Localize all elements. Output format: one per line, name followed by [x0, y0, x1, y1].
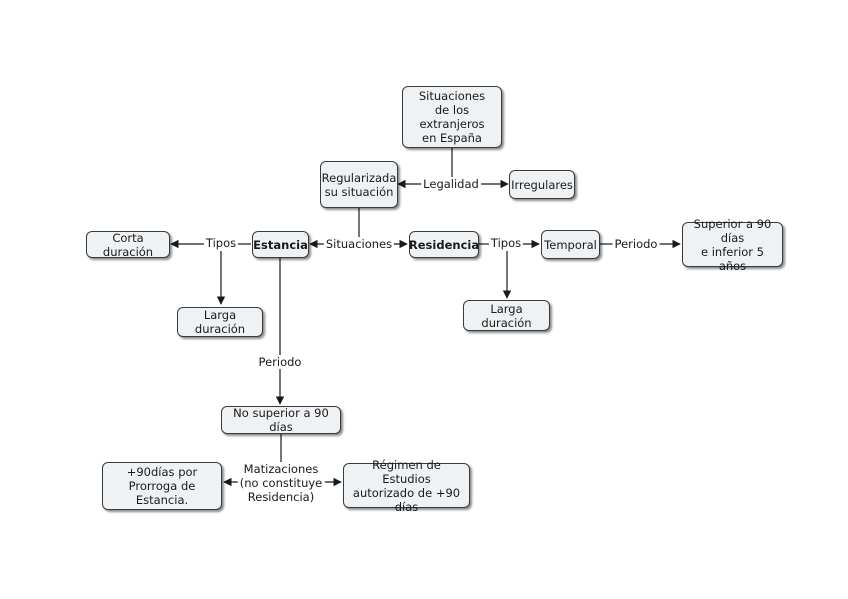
- node-situaciones-extranjeros: Situaciones de los extranjeros en España: [402, 86, 502, 148]
- link-label-situaciones: Situaciones: [323, 237, 395, 251]
- node-estancia: Estancia: [252, 231, 309, 258]
- node-prorroga-estancia: +90días por Prorroga de Estancia.: [102, 462, 222, 510]
- node-larga-duracion-residencia: Larga duración: [463, 300, 550, 331]
- link-label-legalidad: Legalidad: [421, 177, 481, 191]
- node-larga-duracion-estancia: Larga duración: [177, 307, 263, 337]
- node-regimen-estudios: Régimen de Estudios autorizado de +90 dí…: [343, 458, 470, 514]
- link-label-tipos-estancia: Tipos: [203, 236, 239, 250]
- node-regularizada: Regularizada su situación: [320, 161, 398, 208]
- link-label-periodo-residencia: Periodo: [612, 237, 660, 251]
- node-superior-90: Superior a 90 días e inferior 5 años: [682, 217, 783, 273]
- node-irregulares: Irregulares: [509, 170, 575, 199]
- node-no-superior-90: No superior a 90 días: [221, 406, 341, 434]
- node-corta-duracion: Corta duración: [86, 231, 170, 259]
- link-label-tipos-residencia: Tipos: [488, 236, 524, 250]
- link-label-matizaciones: Matizaciones (no constituye Residencia): [237, 462, 325, 504]
- node-temporal: Temporal: [541, 230, 600, 259]
- link-label-periodo-estancia: Periodo: [256, 355, 304, 369]
- node-residencia: Residencia: [409, 231, 479, 258]
